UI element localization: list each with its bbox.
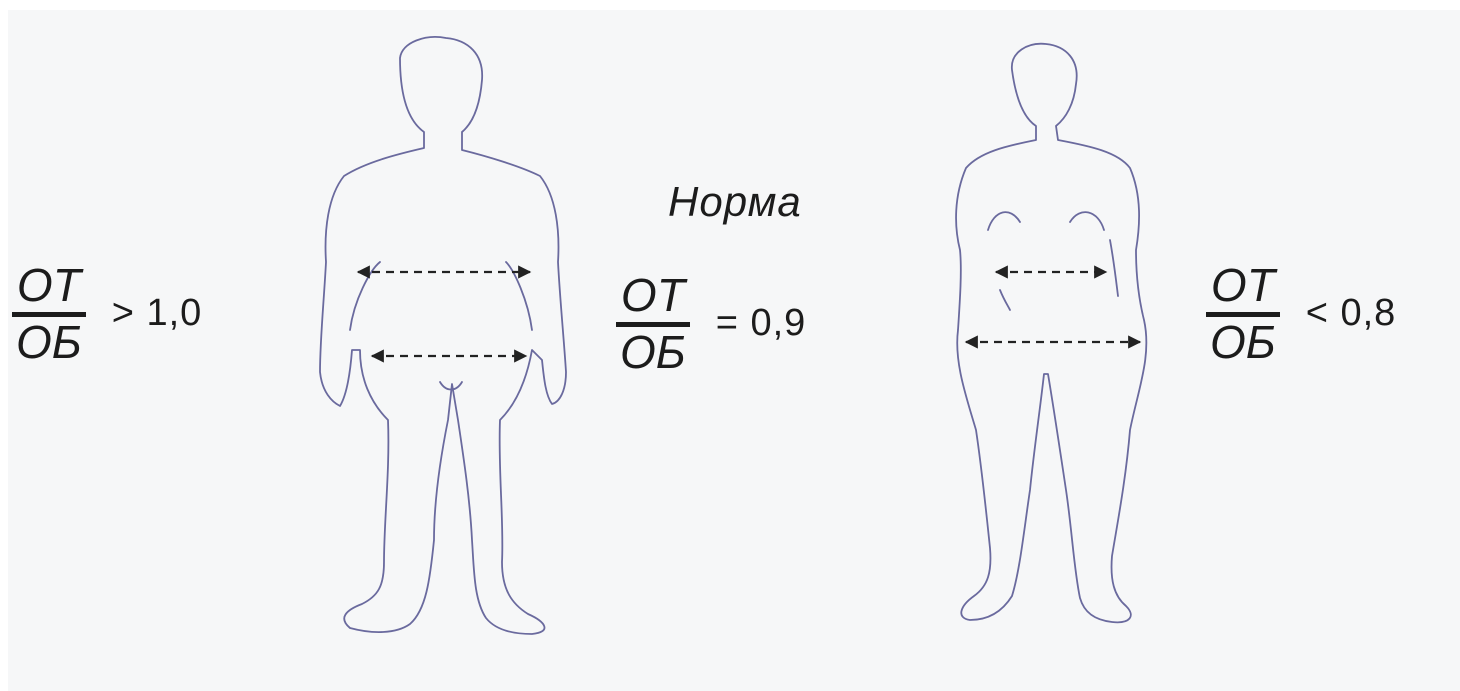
male-body-outline (320, 37, 566, 634)
female-body-outline (956, 44, 1146, 623)
